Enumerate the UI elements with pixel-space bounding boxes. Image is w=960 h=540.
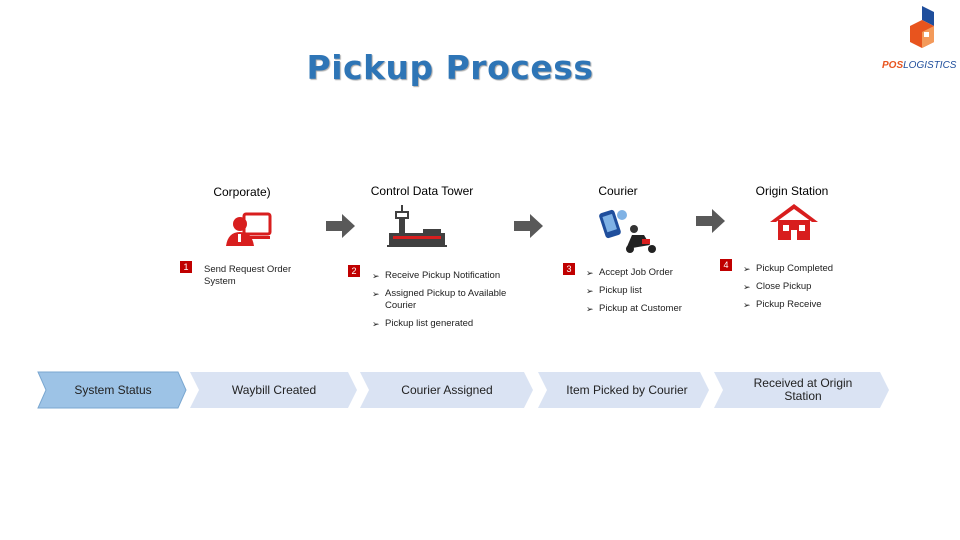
column-heading-courier: Courier (598, 184, 638, 198)
list-item: ➢Pickup at Customer (586, 303, 682, 314)
list-item: ➢Pickup Receive (743, 299, 822, 310)
chevron-courier-assigned (360, 372, 533, 408)
list-item: ➢Assigned Pickup to Available Courier (372, 288, 507, 311)
control-tower-icon (385, 203, 449, 249)
list-item-label: Pickup list generated (385, 318, 474, 329)
list-item: ➢Pickup list (586, 285, 642, 296)
page-title: Pickup Process (306, 48, 594, 87)
list-item: ➢Accept Job Order (586, 267, 673, 278)
flow-arrow-icon (514, 214, 543, 238)
list-item-label: Accept Job Order (599, 267, 673, 278)
chevron-received-origin (714, 372, 889, 408)
list-item: ➢Receive Pickup Notification (372, 270, 501, 281)
house-icon (768, 202, 820, 242)
list-item: ➢Close Pickup (743, 281, 812, 292)
list-item-label: Pickup Receive (756, 299, 822, 310)
list-item-label: Close Pickup (756, 281, 812, 292)
status-label: Item Picked by Courier (566, 382, 688, 397)
list-item: ➢Pickup Completed (743, 263, 834, 274)
chevron-item-picked (538, 372, 709, 408)
chevron-system-status (37, 371, 187, 409)
status-chevron-bar (37, 371, 889, 409)
list-item: ➢Pickup list generated (372, 318, 474, 329)
pos-logistics-logo: POSLOGISTICS (880, 4, 960, 74)
column-heading-origin-station: Origin Station (755, 184, 829, 198)
list-item-label: Pickup list (599, 285, 642, 296)
logo-text-pos: POS (882, 60, 904, 71)
flow-arrow-icon (696, 209, 725, 233)
status-label: Waybill Created (231, 382, 317, 397)
logo-text-logistics: LOGISTICS (903, 60, 957, 71)
flow-arrow-icon (326, 214, 355, 238)
status-label: Received at Origin Station (753, 376, 853, 403)
column-heading-corporate: Corporate) (213, 185, 271, 199)
list-item-label: Pickup Completed (756, 263, 834, 274)
logo-mark-icon (910, 6, 934, 48)
chevron-waybill-created (190, 372, 357, 408)
courier-scooter-icon (598, 205, 660, 255)
status-label: System Status (74, 382, 152, 397)
user-computer-icon (222, 210, 274, 250)
list-item-label: Assigned Pickup to Available Courier (385, 288, 507, 311)
column-heading-control-tower: Control Data Tower (370, 184, 474, 198)
status-label: Courier Assigned (401, 382, 493, 397)
step-badge: 3 (563, 263, 575, 275)
list-item-label: Receive Pickup Notification (385, 270, 501, 281)
step-badge: 1 (180, 261, 192, 273)
step-badge: 2 (348, 265, 360, 277)
step-badge: 4 (720, 259, 732, 271)
step-1-text: Send Request Order System (204, 264, 292, 287)
list-item-label: Pickup at Customer (599, 303, 682, 314)
